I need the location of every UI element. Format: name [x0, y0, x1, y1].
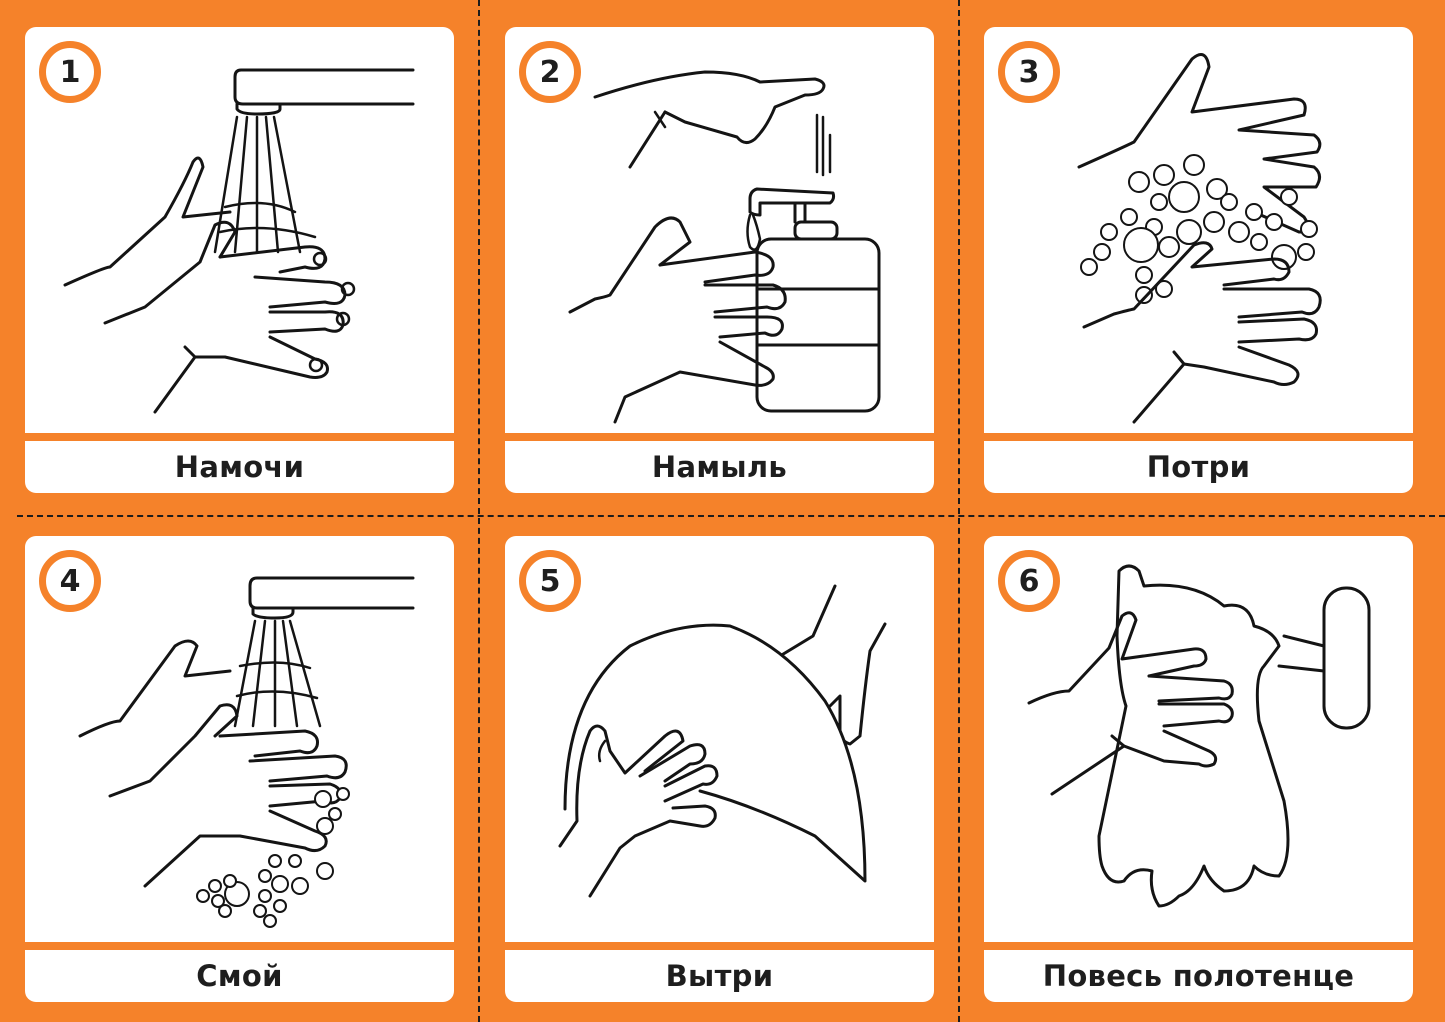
step-number-badge: 6	[998, 550, 1060, 612]
label-separator	[25, 942, 454, 950]
label-separator	[505, 433, 934, 441]
label-separator	[25, 433, 454, 441]
rubbing-hands-foam-icon	[984, 27, 1413, 433]
step-number-badge: 2	[519, 41, 581, 103]
label-separator	[984, 942, 1413, 950]
label-separator	[984, 433, 1413, 441]
hanging-towel-hook-icon	[984, 536, 1413, 942]
step-number-badge: 4	[39, 550, 101, 612]
step-label: Потри	[1146, 450, 1251, 484]
step-label: Повесь полотенце	[1042, 959, 1355, 993]
step-card-5: 5 Вытри	[505, 536, 934, 1002]
faucet-rinse-hands-icon	[25, 536, 454, 942]
step-card-1: 1 Намочи	[25, 27, 454, 493]
step-card-3: 3 Потри	[984, 27, 1413, 493]
towel-drying-hands-icon	[505, 536, 934, 942]
step-label: Смой	[196, 959, 283, 993]
label-separator	[505, 942, 934, 950]
soap-dispenser-hands-icon	[505, 27, 934, 433]
step-label: Намыль	[651, 450, 788, 484]
cut-line-vertical-left	[478, 0, 480, 1022]
step-label: Намочи	[174, 450, 305, 484]
step-number-badge: 3	[998, 41, 1060, 103]
step-card-6: 6 Повесь полотенце	[984, 536, 1413, 1002]
step-card-4: 4 Смой	[25, 536, 454, 1002]
step-number-badge: 1	[39, 41, 101, 103]
step-number-badge: 5	[519, 550, 581, 612]
step-card-2: 2 Намыль	[505, 27, 934, 493]
faucet-water-hands-icon	[25, 27, 454, 433]
step-label: Вытри	[665, 959, 774, 993]
cut-line-horizontal	[17, 515, 1445, 517]
cut-line-vertical-right	[958, 0, 960, 1022]
